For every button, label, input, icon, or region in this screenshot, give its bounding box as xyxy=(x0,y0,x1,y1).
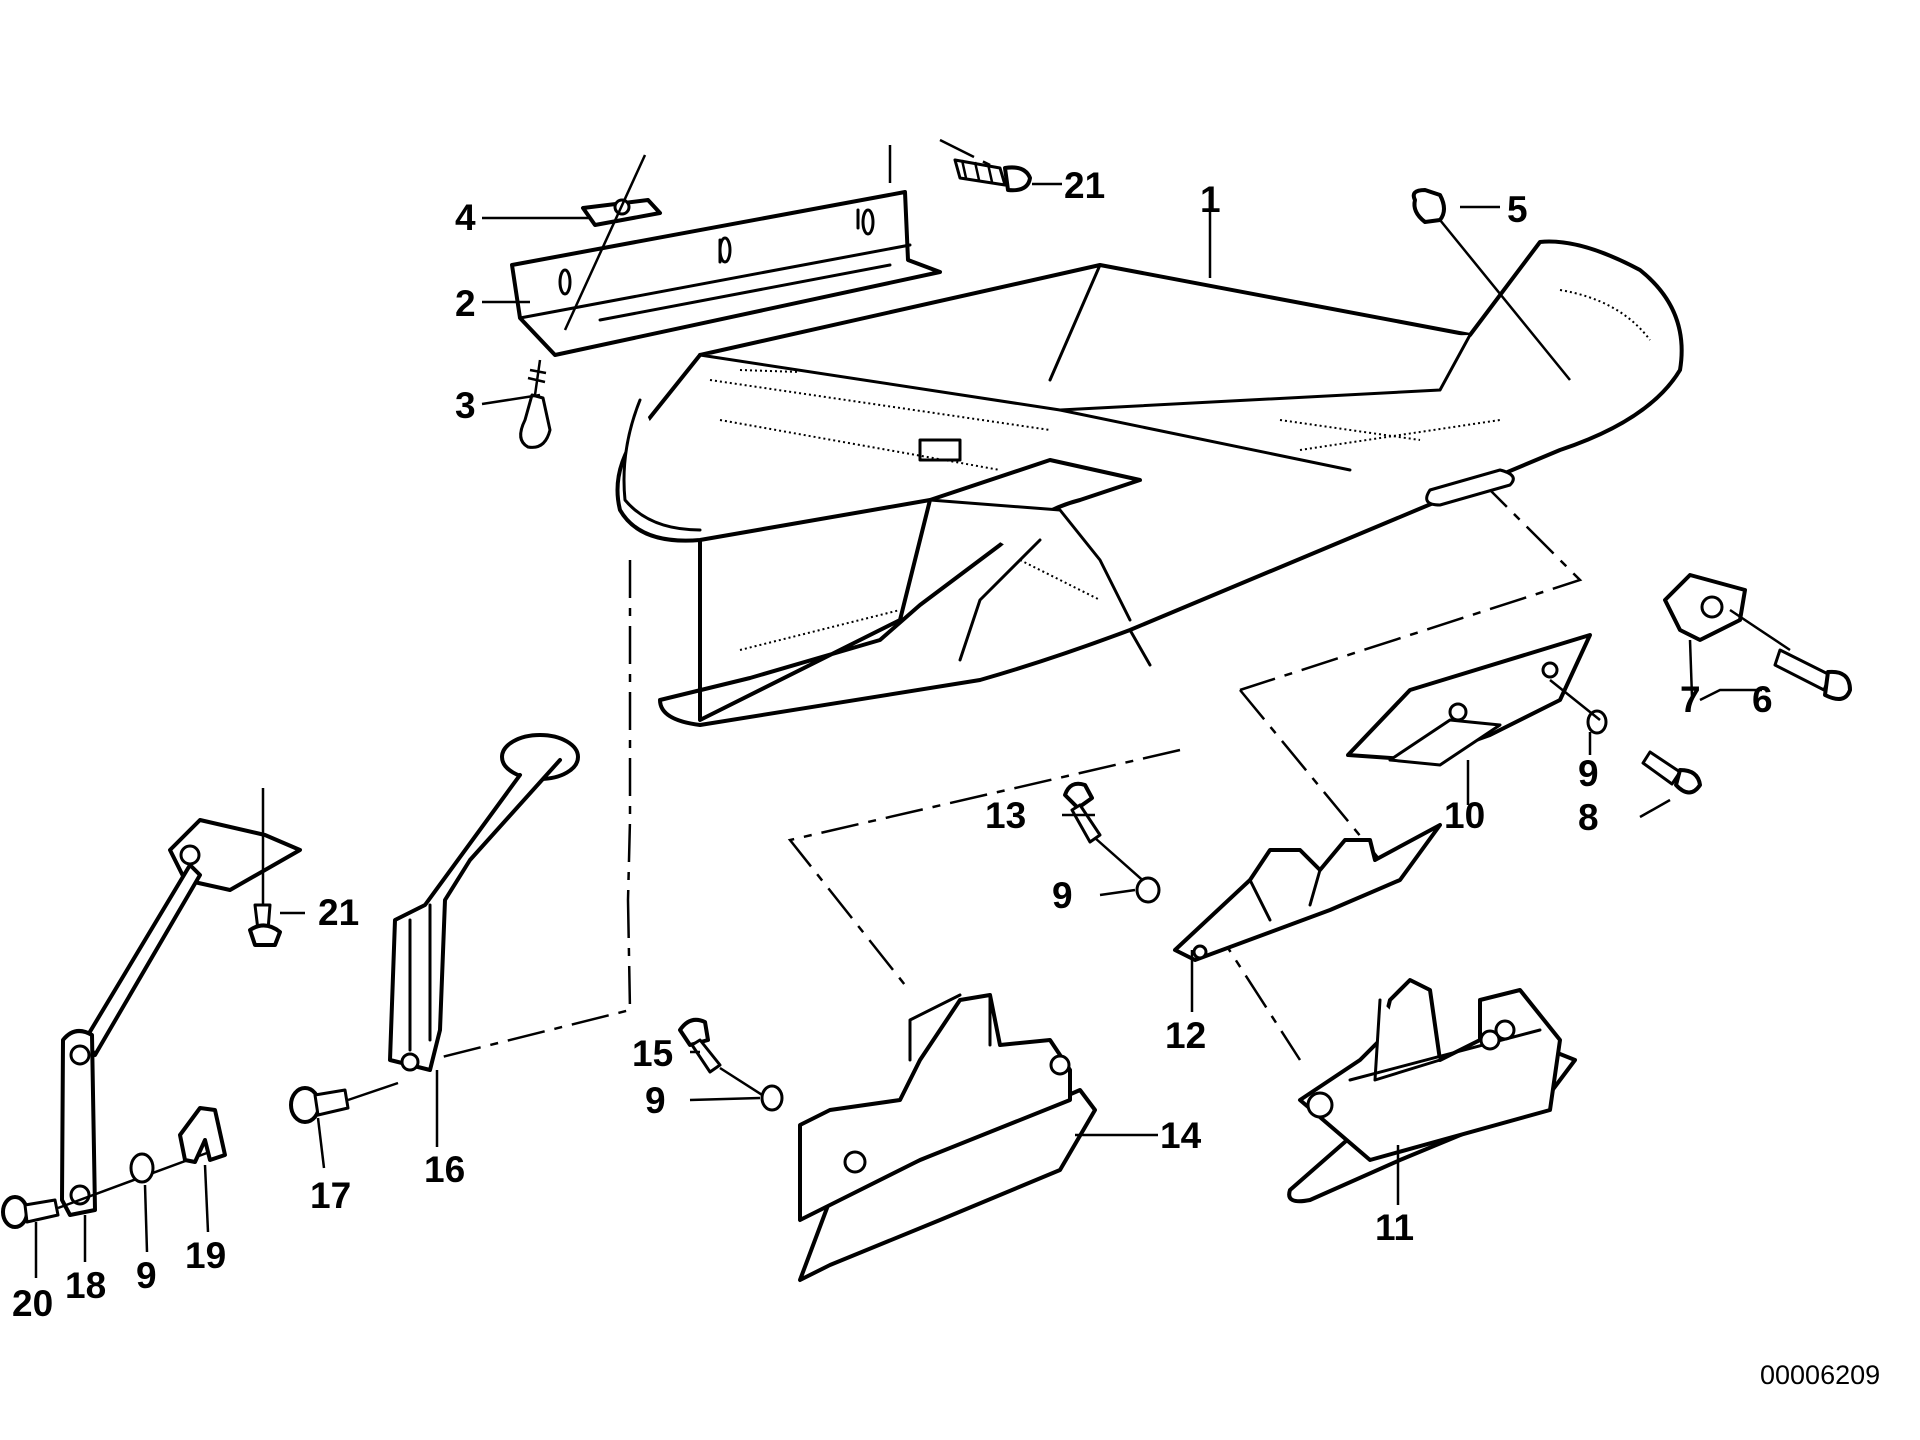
callout-10: 10 xyxy=(1444,795,1485,836)
callout-9-right: 9 xyxy=(1578,753,1599,794)
callouts: 1 5 21 4 2 3 7 6 9 8 10 13 9 12 14 11 15… xyxy=(12,165,1773,1324)
screw-3 xyxy=(519,154,647,449)
clip-5 xyxy=(1411,188,1571,381)
callout-14: 14 xyxy=(1160,1115,1202,1156)
callout-3: 3 xyxy=(455,385,476,426)
hinge-bar xyxy=(510,190,942,357)
handle-14 xyxy=(798,993,1097,1282)
striker-plate-10 xyxy=(1346,633,1592,767)
lock-11 xyxy=(1287,978,1577,1204)
screw-15 xyxy=(678,1017,771,1102)
callout-2: 2 xyxy=(455,283,476,324)
latch-7 xyxy=(1663,573,1747,642)
support-arm xyxy=(83,818,302,1057)
callout-1: 1 xyxy=(1200,179,1221,220)
leader-lines xyxy=(34,182,1762,1278)
callout-6: 6 xyxy=(1752,679,1773,720)
callout-20: 20 xyxy=(12,1283,53,1324)
screw-21-top xyxy=(953,158,1032,193)
stay-16 xyxy=(388,733,580,1072)
callout-8: 8 xyxy=(1578,797,1599,838)
bolt-6 xyxy=(1729,608,1852,701)
pin-20 xyxy=(1,1148,216,1229)
screw-8 xyxy=(1549,679,1702,795)
washer-9-right xyxy=(1586,709,1608,735)
callout-17: 17 xyxy=(310,1175,351,1216)
callout-15: 15 xyxy=(632,1033,673,1074)
callout-4: 4 xyxy=(455,197,476,238)
callout-21-top: 21 xyxy=(1064,165,1105,206)
catalog-number: 00006209 xyxy=(1760,1360,1880,1390)
callout-21-left: 21 xyxy=(318,892,359,933)
bar-18 xyxy=(60,1029,97,1217)
glove-box-body xyxy=(615,239,1684,727)
screw-13 xyxy=(1063,781,1149,886)
clip-19 xyxy=(178,1106,227,1164)
callout-19: 19 xyxy=(185,1235,226,1276)
callout-13: 13 xyxy=(985,795,1026,836)
pin-17 xyxy=(289,1081,399,1124)
washer-9-left xyxy=(129,1152,155,1184)
callout-11: 11 xyxy=(1375,1207,1414,1248)
bracket-12 xyxy=(1173,823,1442,962)
screw-21-left xyxy=(248,788,282,947)
callout-9-left: 9 xyxy=(136,1255,157,1296)
washer-9-lower xyxy=(760,1084,784,1112)
hinge-clip xyxy=(581,198,662,227)
callout-5: 5 xyxy=(1507,189,1528,230)
callout-18: 18 xyxy=(65,1265,106,1306)
washer-9-center xyxy=(1135,876,1161,904)
callout-9-lower: 9 xyxy=(645,1080,666,1121)
callout-16: 16 xyxy=(424,1149,465,1190)
callout-12: 12 xyxy=(1165,1015,1206,1056)
callout-7: 7 xyxy=(1680,679,1701,720)
callout-9-center: 9 xyxy=(1052,875,1073,916)
